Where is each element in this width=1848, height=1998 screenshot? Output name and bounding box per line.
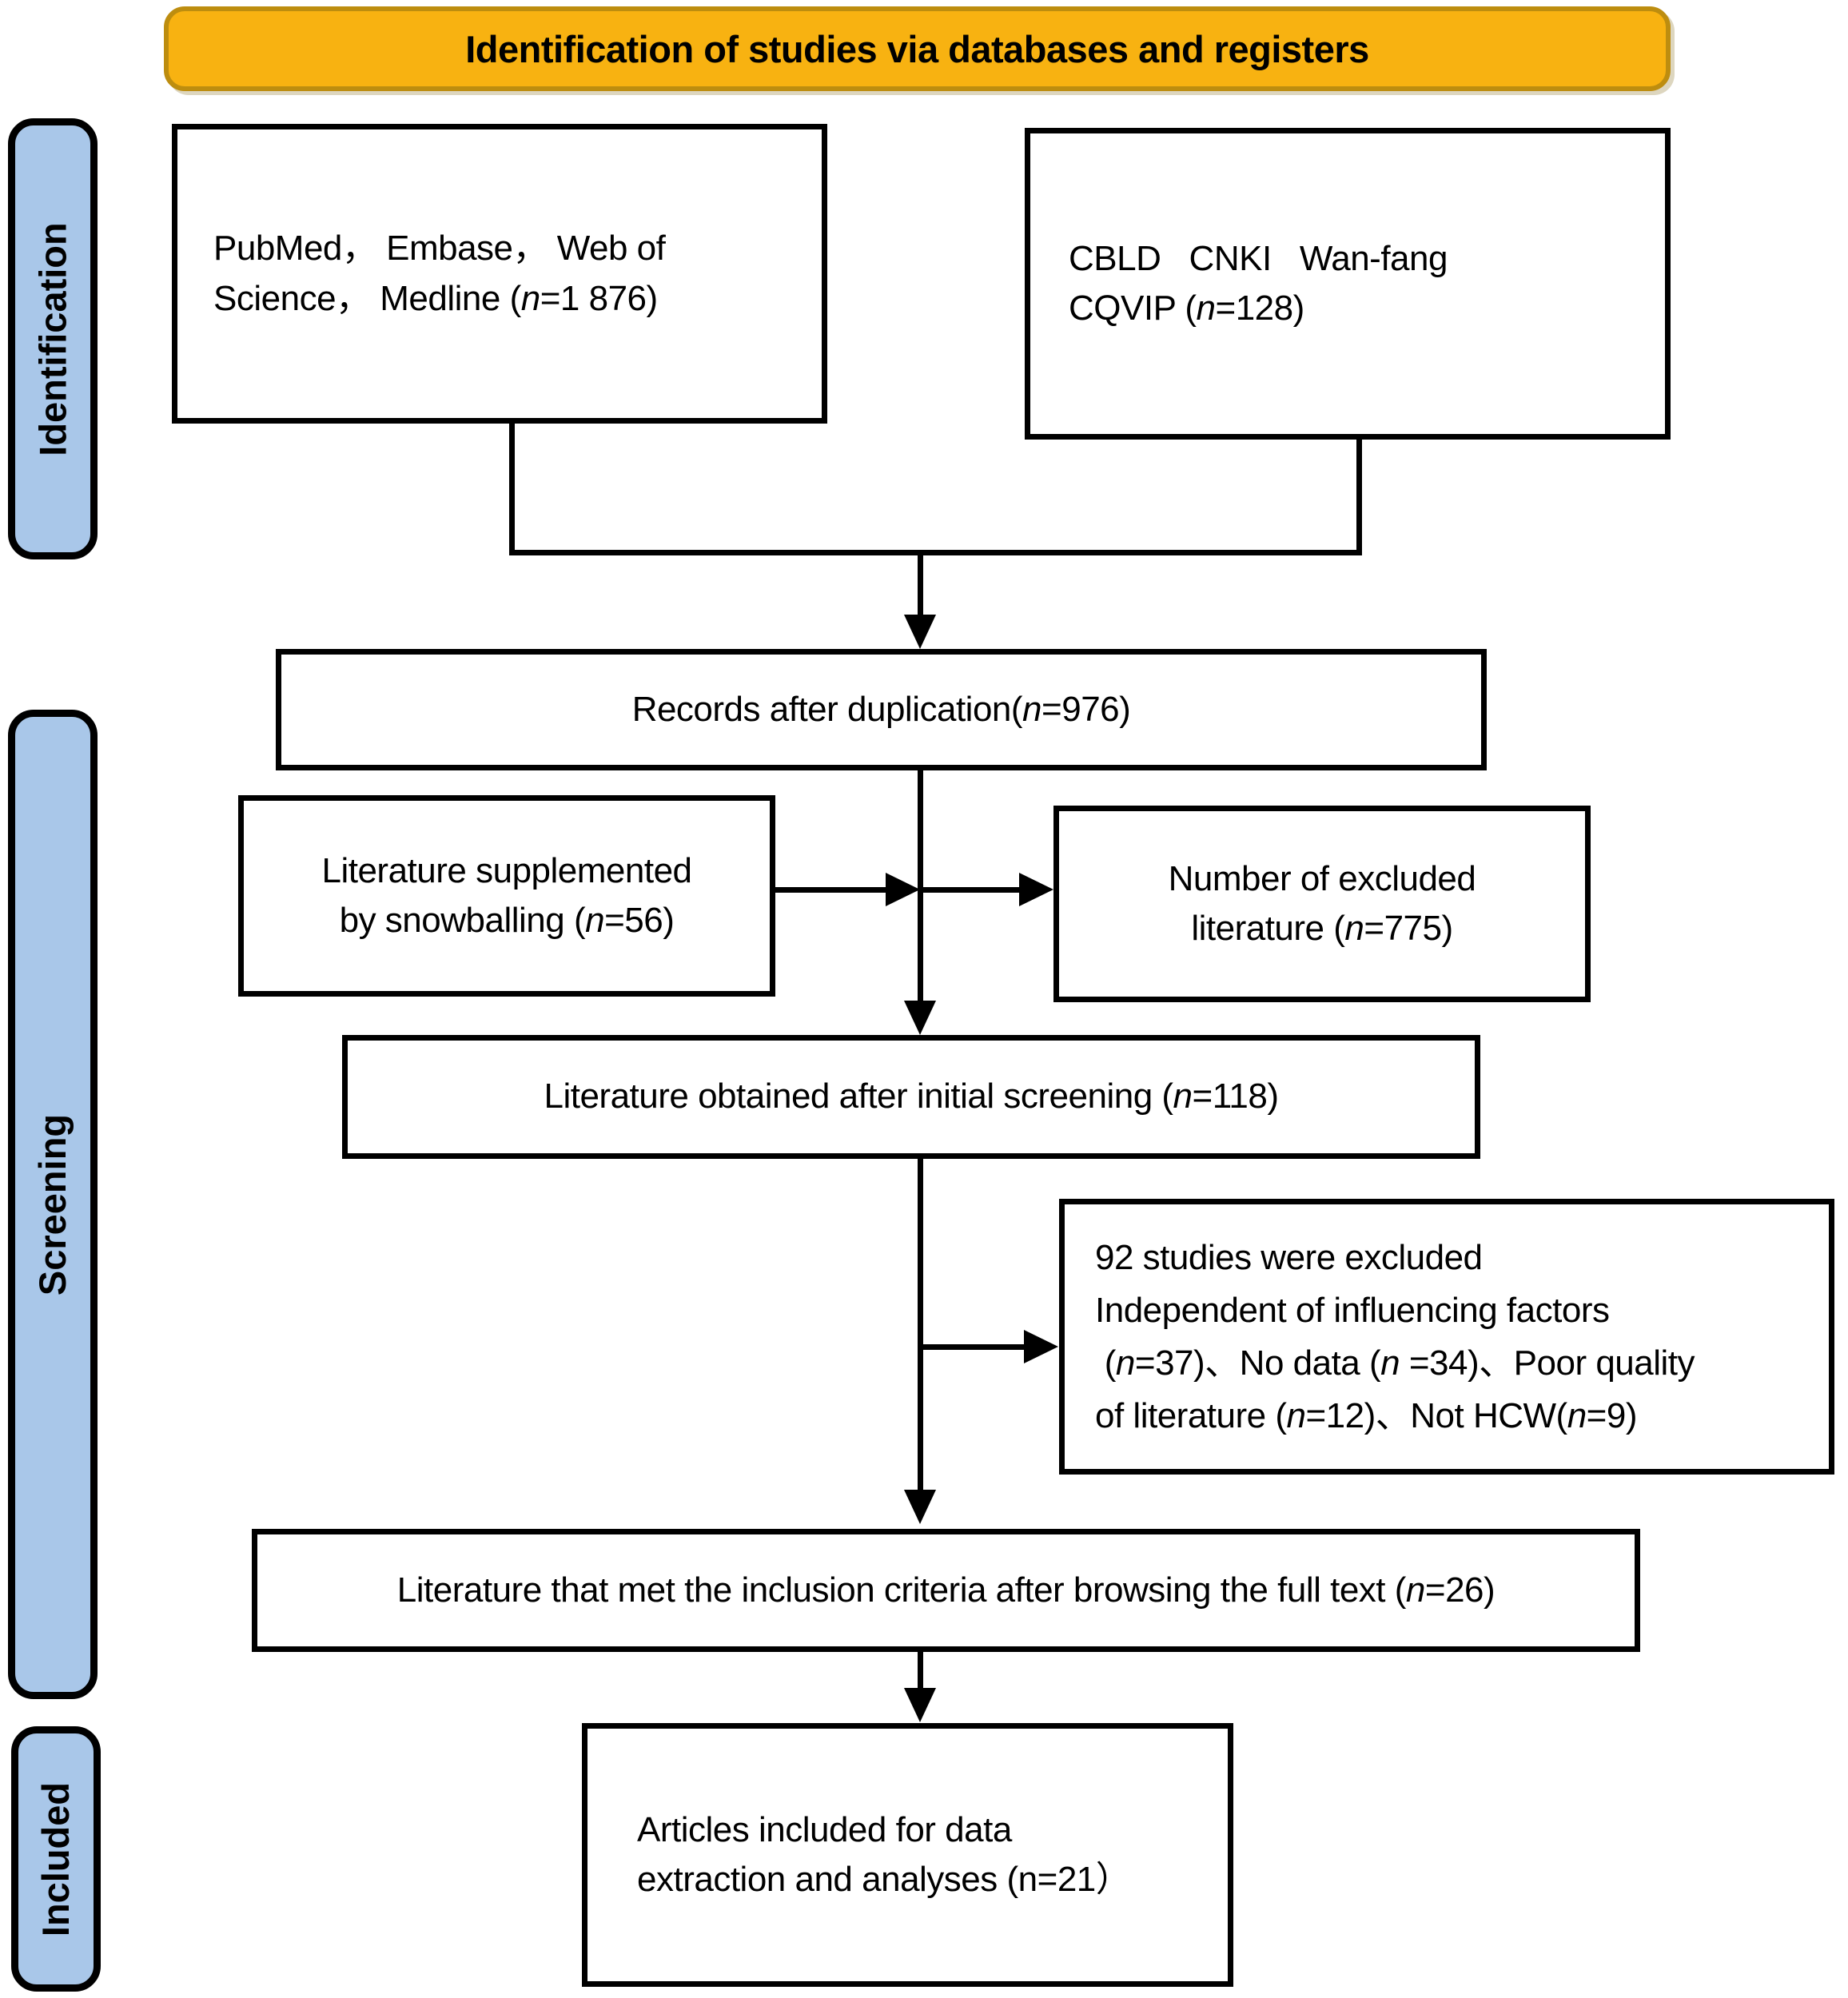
- connector-initial-to-fulltext-shaft: [918, 1157, 923, 1491]
- banner: Identification of studies via databases …: [164, 6, 1671, 91]
- connector-databases-en-down: [509, 422, 515, 555]
- box-records-after-duplication-text: Records after duplication(n=976): [631, 689, 1131, 729]
- connector-databases-cn-down: [1356, 438, 1362, 555]
- arrowhead-to-reasons: [1024, 1330, 1058, 1363]
- arrowhead-to-final: [904, 1688, 936, 1722]
- connector-records-to-initial-shaft: [918, 769, 923, 1002]
- banner-title: Identification of studies via databases …: [465, 27, 1369, 70]
- box-initial-screening: Literature obtained after initial screen…: [342, 1035, 1480, 1159]
- box-full-text-inclusion: Literature that met the inclusion criter…: [252, 1529, 1640, 1652]
- stage-tab-included: Included: [11, 1726, 101, 1992]
- stage-tab-identification: Identification: [8, 118, 98, 559]
- connector-to-reasons-shaft: [923, 1344, 1026, 1350]
- arrowhead-to-initial: [904, 1001, 936, 1035]
- box-initial-screening-text: Literature obtained after initial screen…: [544, 1077, 1279, 1116]
- connector-fulltext-to-final-shaft: [918, 1650, 923, 1690]
- box-full-text-inclusion-text: Literature that met the inclusion criter…: [396, 1570, 1496, 1610]
- box-records-after-duplication: Records after duplication(n=976): [276, 649, 1487, 770]
- connector-junction-to-excluded-shaft: [923, 887, 1021, 893]
- stage-label-included: Included: [34, 1781, 78, 1936]
- arrowhead-snowball-to-junction: [886, 873, 920, 906]
- connector-to-records-shaft: [918, 550, 923, 617]
- arrowhead-to-fulltext: [904, 1490, 936, 1524]
- connector-merge-horizontal: [509, 550, 1362, 555]
- stage-tab-screening: Screening: [8, 710, 98, 1699]
- arrowhead-to-records: [904, 615, 936, 649]
- stage-label-identification: Identification: [31, 221, 74, 456]
- connector-snowball-to-junction-shaft: [774, 887, 887, 893]
- stage-label-screening: Screening: [31, 1113, 74, 1296]
- arrowhead-to-excluded: [1019, 873, 1053, 906]
